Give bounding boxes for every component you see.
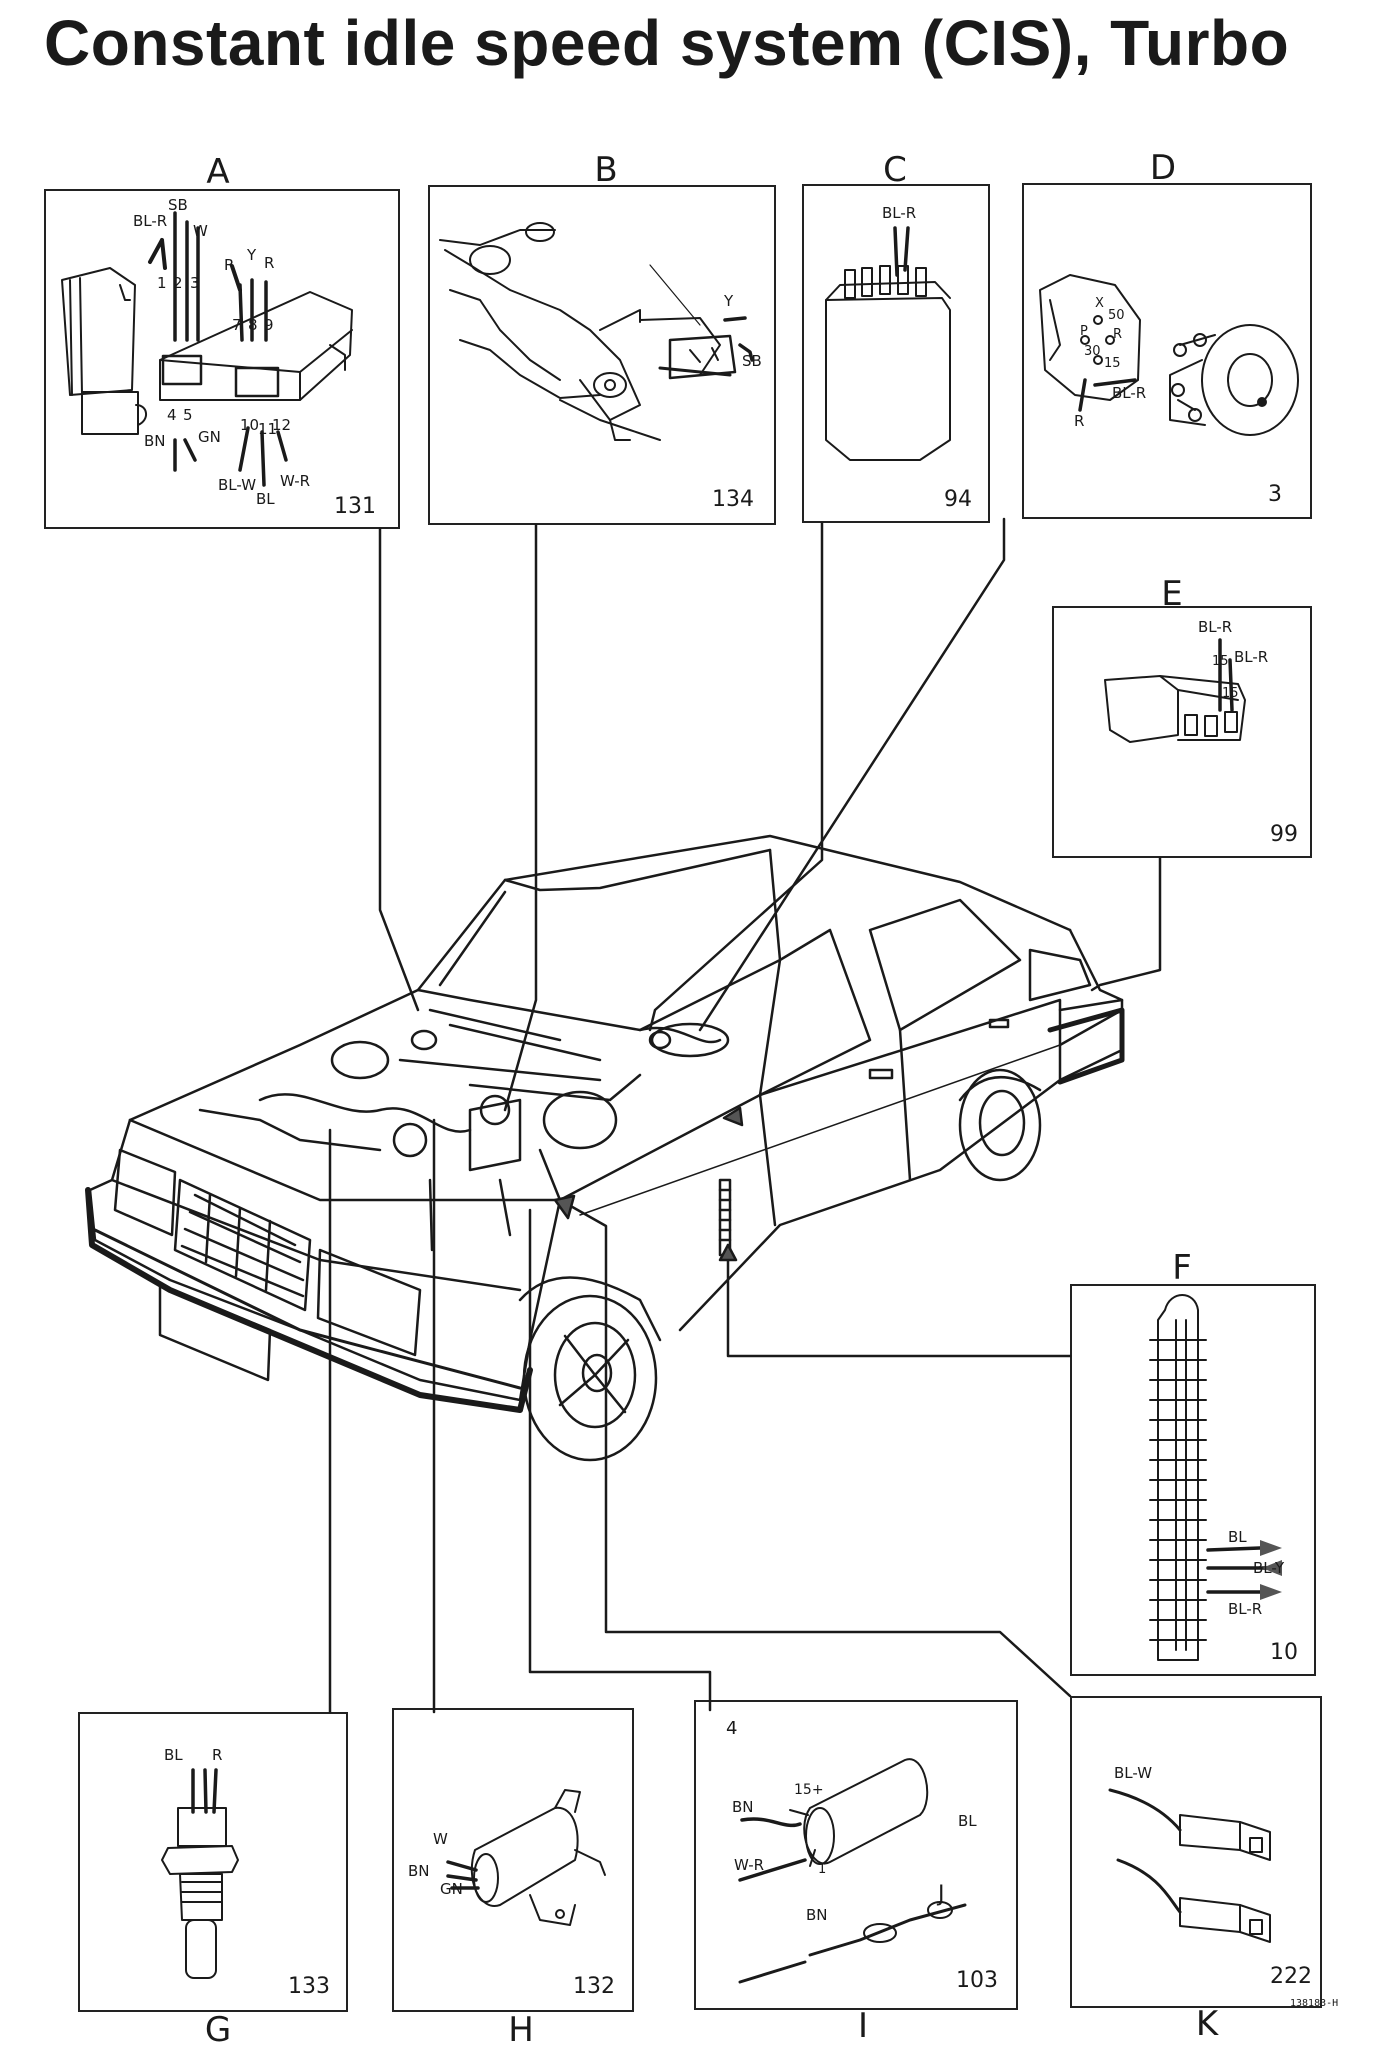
- wire-label: BL-R: [882, 204, 917, 222]
- wire-label: GN: [198, 428, 221, 446]
- wire-label: BL-W: [218, 476, 257, 494]
- panel-b-letter: B: [594, 150, 618, 190]
- pin-number: 9: [264, 316, 274, 334]
- panel-e-drawing: [1104, 638, 1246, 743]
- panel-a-number: 131: [334, 494, 376, 519]
- wire-label: BN: [408, 1862, 430, 1880]
- panel-k-number: 222: [1270, 1964, 1312, 1989]
- panel-a-drawing: [61, 211, 353, 487]
- wire-label: BL: [958, 1812, 977, 1830]
- wire-label: SB: [742, 352, 762, 370]
- figure-reference: 138183-H: [1290, 1998, 1339, 2009]
- wire-label: W: [433, 1830, 448, 1848]
- panel-i-number: 103: [956, 1968, 998, 1993]
- panel-e-number: 99: [1270, 822, 1298, 847]
- wire-label: Y: [247, 246, 257, 264]
- wire-label: BN: [144, 432, 166, 450]
- panel-b: [428, 185, 776, 525]
- panel-d-letter: D: [1149, 148, 1177, 188]
- terminal-label: R: [1113, 327, 1123, 342]
- panel-a-letter: A: [206, 152, 230, 192]
- panel-i-corner-label: 4: [726, 1718, 738, 1739]
- terminal-label: 1: [818, 1862, 827, 1877]
- panel-i-drawing: [738, 1758, 967, 1984]
- pin-number: 7: [232, 316, 242, 334]
- pin-number: 10: [240, 416, 260, 434]
- pin-number: 12: [272, 416, 292, 434]
- wire-label: SB: [168, 196, 188, 214]
- wire-label: BL-R: [133, 212, 168, 230]
- panel-h-letter: H: [508, 2010, 534, 2050]
- wire-label: Y: [724, 292, 734, 310]
- pin-number: 2: [173, 274, 183, 292]
- terminal-label: 15: [1222, 686, 1239, 701]
- panel-g: [78, 1712, 348, 2012]
- terminal-label: 30: [1084, 344, 1101, 359]
- panel-e: [1052, 606, 1312, 858]
- wire-label: W-R: [734, 1856, 765, 1874]
- wire-label: W: [193, 222, 208, 240]
- panel-c-letter: C: [883, 150, 907, 190]
- panel-a: [44, 189, 400, 529]
- terminal-label: 50: [1108, 308, 1125, 323]
- panel-h-number: 132: [573, 1974, 615, 1999]
- terminal-label: 15: [1104, 356, 1121, 371]
- wire-label: BL-R: [1198, 618, 1233, 636]
- panel-b-drawing: [439, 222, 754, 441]
- panel-k: [1070, 1696, 1322, 2008]
- wire-label: BN: [732, 1798, 754, 1816]
- pin-number: 3: [190, 274, 200, 292]
- wire-label: R: [1074, 412, 1085, 430]
- wire-label: R: [224, 256, 235, 274]
- panel-e-letter: E: [1161, 574, 1183, 614]
- panel-k-letter: K: [1195, 2004, 1219, 2044]
- wire-label: R: [264, 254, 275, 272]
- panel-k-drawing: [1108, 1788, 1271, 1943]
- wire-label: GN: [440, 1880, 463, 1898]
- pin-number: 5: [183, 406, 193, 424]
- leader-lines: [328, 517, 1162, 1714]
- car-illustration: [85, 834, 1125, 1462]
- wire-label: BL: [1228, 1528, 1247, 1546]
- wire-label: R: [212, 1746, 223, 1764]
- wire-label: BL: [256, 490, 275, 508]
- wire-label: BL-Y: [1253, 1559, 1285, 1577]
- panel-d-number: 3: [1268, 482, 1282, 507]
- panel-c-number: 94: [944, 487, 972, 512]
- panel-d: [1022, 183, 1312, 519]
- panel-i-sub-label-j: J: [938, 1882, 945, 1907]
- panel-i-letter: I: [857, 2006, 869, 2046]
- panel-h-drawing: [446, 1789, 606, 1926]
- panel-i: [694, 1700, 1018, 2010]
- wire-label: BL-W: [1114, 1764, 1153, 1782]
- terminal-label: 15+: [794, 1782, 824, 1798]
- panel-d-drawing: [1039, 274, 1299, 436]
- panel-g-letter: G: [204, 2010, 232, 2050]
- wire-label: W-R: [280, 472, 311, 490]
- panel-f-number: 10: [1270, 1640, 1298, 1665]
- wire-label: BN: [806, 1906, 828, 1924]
- panel-f-drawing: [1149, 1294, 1282, 1661]
- terminal-label: P: [1080, 324, 1088, 339]
- pin-number: 11: [258, 420, 278, 438]
- wire-label: BL: [164, 1746, 183, 1764]
- wire-label: BL-R: [1112, 384, 1147, 402]
- wire-label: BL-R: [1228, 1600, 1263, 1618]
- wire-label: BL-R: [1234, 648, 1269, 666]
- terminal-label: 15: [1212, 654, 1229, 669]
- panel-c-drawing: [825, 226, 951, 461]
- panel-f-letter: F: [1172, 1248, 1192, 1288]
- panel-b-number: 134: [712, 487, 754, 512]
- pin-number: 4: [167, 406, 177, 424]
- panel-g-number: 133: [288, 1974, 330, 1999]
- pin-number: 1: [157, 274, 167, 292]
- panel-g-drawing: [161, 1768, 239, 1979]
- terminal-label: X: [1095, 296, 1104, 311]
- page-title: Constant idle speed system (CIS), Turbo: [44, 7, 1290, 79]
- pin-number: 8: [248, 316, 258, 334]
